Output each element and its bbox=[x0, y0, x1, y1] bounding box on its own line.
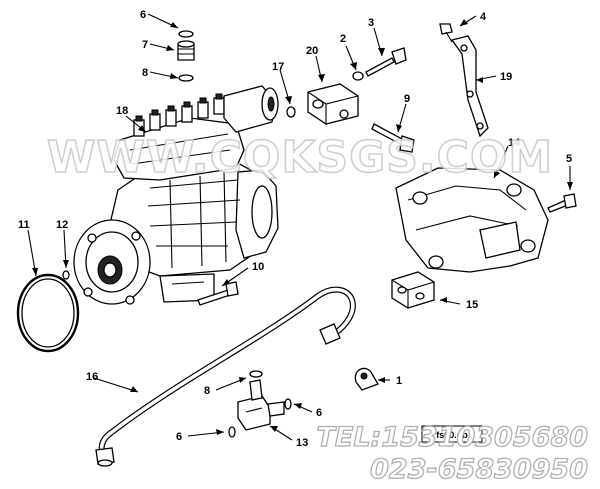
callout-8-lower: 8 bbox=[204, 385, 210, 397]
callout-16: 16 bbox=[86, 371, 98, 383]
arrow-heads bbox=[32, 19, 573, 435]
callout-19: 19 bbox=[500, 71, 512, 83]
tee-fitting-13 bbox=[237, 379, 285, 431]
fitting-stack bbox=[177, 30, 195, 82]
callout-3: 3 bbox=[368, 17, 374, 29]
seal-6b bbox=[284, 398, 292, 410]
callout-10: 10 bbox=[252, 261, 264, 273]
callout-1: 1 bbox=[396, 375, 402, 387]
callout-9: 9 bbox=[404, 93, 410, 105]
bolt-10 bbox=[197, 281, 239, 306]
callout-17: 17 bbox=[272, 61, 284, 73]
washer-2 bbox=[352, 71, 364, 81]
washer-12 bbox=[62, 270, 70, 280]
callout-18: 18 bbox=[116, 105, 128, 117]
bolt-9 bbox=[371, 123, 415, 153]
fuel-line-16 bbox=[95, 286, 356, 467]
bracket-19 bbox=[450, 35, 489, 138]
callout-6-lower-right: 6 bbox=[316, 407, 322, 419]
callout-11: 11 bbox=[18, 219, 30, 231]
callout-20: 20 bbox=[306, 45, 318, 57]
callout-2: 2 bbox=[340, 33, 346, 45]
callout-4: 4 bbox=[480, 11, 487, 23]
stamp-label: fs60.db bbox=[436, 430, 468, 440]
callout-13: 13 bbox=[296, 437, 308, 449]
block-15 bbox=[391, 271, 435, 309]
callout-8: 8 bbox=[142, 67, 148, 79]
callout-5: 5 bbox=[566, 153, 572, 165]
contact-tel: TEL:15310305680 bbox=[316, 422, 588, 453]
callout-6: 6 bbox=[140, 9, 146, 21]
block-20 bbox=[307, 83, 359, 125]
contact-phone: 023-65830950 bbox=[370, 454, 588, 485]
watermark-text: WWW.CQKSGS.COM bbox=[47, 132, 553, 183]
o-ring-11 bbox=[16, 273, 80, 353]
bolt-3 bbox=[365, 47, 407, 77]
bracket-14 bbox=[395, 167, 549, 273]
callout-6-lower-left: 6 bbox=[176, 431, 182, 443]
callout-15: 15 bbox=[466, 299, 478, 311]
clamp-1 bbox=[354, 367, 379, 391]
callout-7: 7 bbox=[142, 39, 148, 51]
seal-6c bbox=[228, 426, 236, 438]
bolt-4 bbox=[439, 23, 453, 43]
fuel-pump-assembly bbox=[73, 85, 279, 305]
drawing-stamp: fs60.db bbox=[421, 425, 483, 443]
callout-labels: 6 7 8 18 17 20 2 3 4 19 9 14 5 11 12 10 … bbox=[18, 9, 572, 449]
bolt-5 bbox=[547, 193, 577, 213]
washer-17 bbox=[286, 106, 296, 118]
callout-14: 14 bbox=[508, 137, 521, 149]
washer-8b bbox=[249, 370, 263, 378]
callout-12: 12 bbox=[56, 219, 68, 231]
